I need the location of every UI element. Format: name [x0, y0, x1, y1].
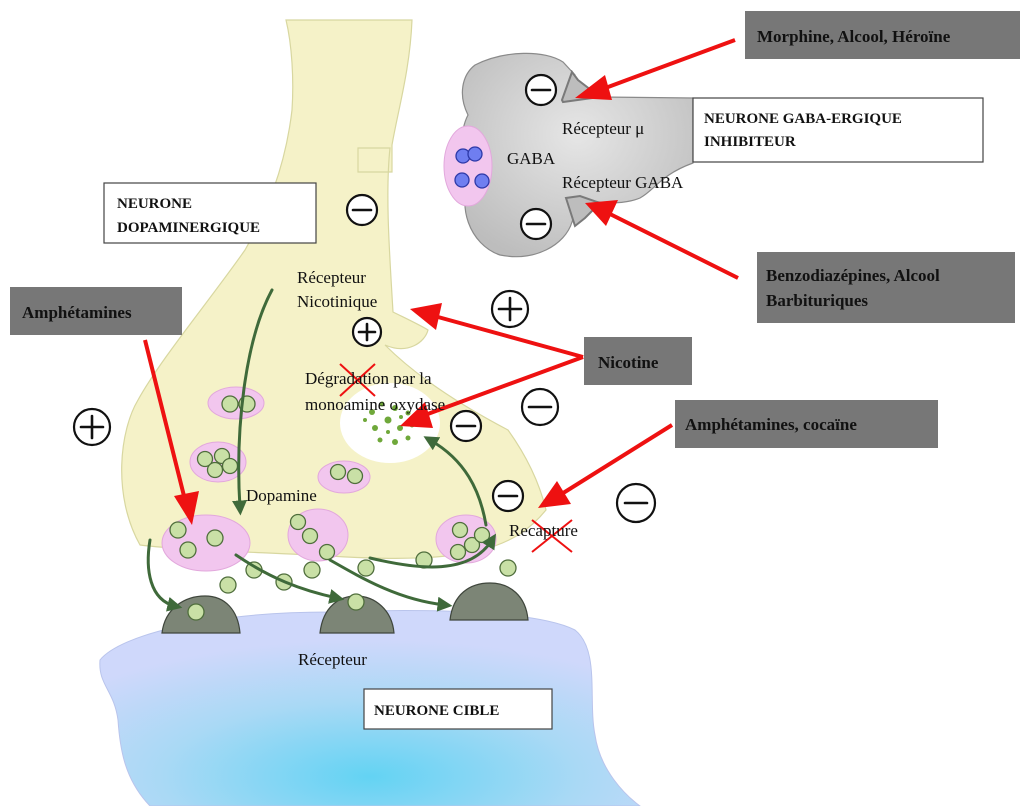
reuptake-label: Recapture	[509, 521, 578, 540]
gaba-vesicle	[443, 125, 493, 207]
gaba-receptor-label: Récepteur GABA	[562, 173, 684, 192]
dopamine-ball	[301, 527, 319, 545]
dopamine-ball	[346, 467, 364, 485]
activation-symbol	[351, 316, 383, 348]
dopamine-ball	[451, 521, 469, 539]
svg-text:INHIBITEUR: INHIBITEUR	[704, 134, 796, 150]
svg-text:Morphine, Alcool, Héroïne: Morphine, Alcool, Héroïne	[757, 27, 951, 46]
drug-box-benzodiazepines: Benzodiazépines, Alcool Barbituriques	[757, 252, 1015, 323]
gaba-label: GABA	[507, 149, 556, 168]
inhibition-symbol	[615, 482, 657, 524]
drug-box-amphetamines: Amphétamines	[10, 287, 182, 335]
dopamine-ball	[473, 526, 491, 544]
gaba-neuron-box: NEURONE GABA-ERGIQUE INHIBITEUR	[692, 97, 984, 163]
dopamine-ball	[221, 457, 239, 475]
degradation-label-l1: Dégradation par la	[305, 369, 432, 388]
nicotinic-receptor-label-l2: Nicotinique	[297, 292, 377, 311]
target-neuron-box: NEURONE CIBLE	[363, 688, 553, 730]
degradation-label-l2: monoamine oxydase	[305, 395, 445, 414]
svg-text:Barbituriques: Barbituriques	[766, 291, 868, 310]
dopamine-ball	[449, 543, 467, 561]
gaba-ball	[467, 146, 483, 162]
svg-text:Amphétamines, cocaïne: Amphétamines, cocaïne	[685, 415, 857, 434]
blocked-reuptake-cross	[531, 519, 573, 553]
nicotinic-receptor-label-l1: Récepteur	[297, 268, 366, 287]
inhibition-symbol	[520, 387, 560, 427]
svg-text:NEURONE GABA-ERGIQUE: NEURONE GABA-ERGIQUE	[704, 111, 902, 127]
svg-text:NEURONE CIBLE: NEURONE CIBLE	[374, 703, 499, 719]
activation-symbol	[490, 289, 530, 329]
inhibition-symbol	[345, 193, 379, 227]
inhibition-symbol	[524, 73, 558, 107]
svg-text:DOPAMINERGIQUE: DOPAMINERGIQUE	[117, 220, 260, 236]
gaba-ball	[474, 173, 490, 189]
dopamine-ball	[463, 536, 481, 554]
drug-box-nicotine: Nicotine	[584, 337, 692, 385]
dopamine-flow-arrows	[146, 288, 496, 612]
dopamine-ball	[289, 513, 307, 531]
dopamine-ball	[329, 463, 347, 481]
receptor-label: Récepteur	[298, 650, 367, 669]
dopamine-ball	[169, 521, 187, 539]
inhibition-symbol	[519, 207, 553, 241]
svg-text:NEURONE: NEURONE	[117, 196, 192, 212]
activation-symbol	[72, 407, 112, 447]
dopamine-ball	[221, 395, 239, 413]
mu-receptor-label: Récepteur μ	[562, 119, 644, 138]
dopamine-ball	[206, 461, 224, 479]
svg-text:Benzodiazépines, Alcool: Benzodiazépines, Alcool	[766, 266, 940, 285]
dopamine-ball	[179, 541, 197, 559]
mao-degradation-zone	[340, 383, 440, 463]
dopamine-ball	[318, 543, 336, 561]
drug-box-morphine: Morphine, Alcool, Héroïne	[745, 11, 1020, 59]
svg-text:Amphétamines: Amphétamines	[22, 303, 132, 322]
dopamine-ball	[196, 450, 214, 468]
inhibition-symbol	[449, 409, 483, 443]
dopamine-ball	[206, 529, 224, 547]
drug-action-arrows	[143, 38, 739, 525]
drug-box-amphetamines-cocaine: Amphétamines, cocaïne	[675, 400, 938, 448]
target-receptor	[449, 582, 529, 621]
inhibition-symbol	[491, 479, 525, 513]
gaba-ball	[454, 172, 470, 188]
blocked-degradation-cross	[339, 363, 376, 397]
dopaminergic-neuron-box: NEURONE DOPAMINERGIQUE	[103, 182, 317, 244]
dopamine-label: Dopamine	[246, 486, 317, 505]
svg-text:Nicotine: Nicotine	[598, 353, 659, 372]
